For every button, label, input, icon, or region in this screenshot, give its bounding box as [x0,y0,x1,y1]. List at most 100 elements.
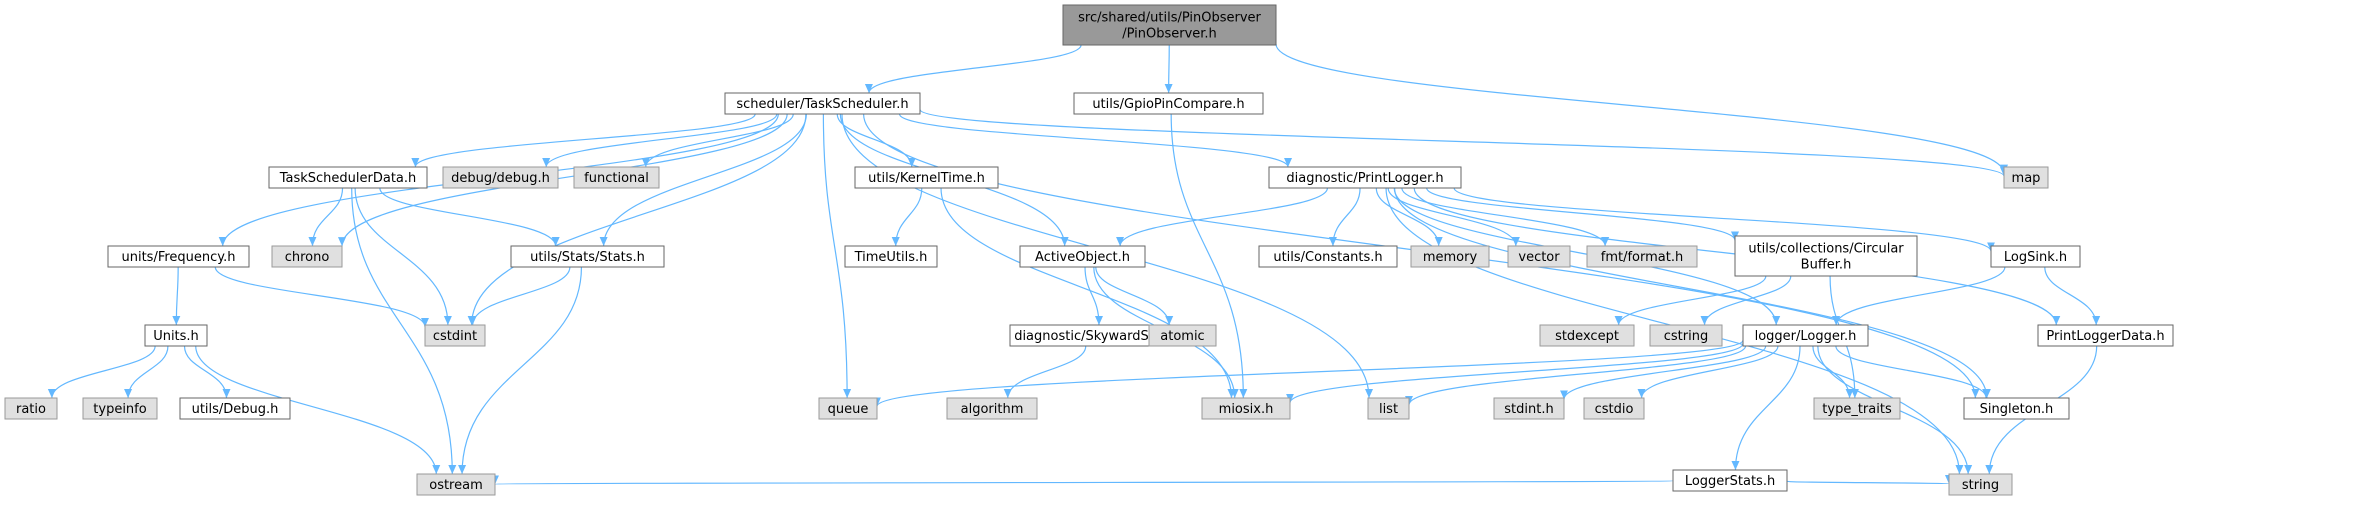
node-algorithm-label: algorithm [961,402,1024,417]
edge-lstats-to-string [1786,474,1952,485]
node-functional-box [573,166,660,189]
node-pl[interactable]: diagnostic/PrintLogger.h [1268,166,1462,189]
node-freq-box [107,245,250,268]
edge-root-to-ts [864,44,1082,94]
edge-ao-to-sks [1084,266,1103,326]
node-stdexcept: stdexcept [1539,324,1635,347]
node-gpc[interactable]: utils/GpioPinCompare.h [1073,92,1264,115]
edge-logger-to-singleton [1835,345,1991,399]
node-tu-box [844,245,938,268]
edge-pl-to-singleton [1394,187,1991,399]
edge-logsink-to-pld [2044,266,2101,326]
node-chrono-label: chrono [285,250,330,265]
edge-ts-to-debug [542,113,778,168]
node-ts[interactable]: scheduler/TaskScheduler.h [724,92,921,115]
node-tu[interactable]: TimeUtils.h [844,245,938,268]
node-typetraits-label: type_traits [1822,402,1892,417]
edge-logger-to-queue [873,339,1744,407]
node-chrono: chrono [271,245,343,268]
edge-tsd-to-chrono [308,187,344,247]
node-const[interactable]: utils/Constants.h [1258,245,1398,268]
node-typeinfo-box [82,397,158,420]
node-stats[interactable]: utils/Stats/Stats.h [510,245,665,268]
node-pld[interactable]: PrintLoggerData.h [2037,324,2174,347]
node-typeinfo-label: typeinfo [93,402,146,417]
node-logsink[interactable]: LogSink.h [1990,245,2081,268]
node-udebug-box [179,397,291,420]
node-vector: vector [1507,245,1571,268]
node-ao[interactable]: ActiveObject.h [1019,245,1146,268]
node-udebug[interactable]: utils/Debug.h [179,397,291,420]
node-cb-box [1734,235,1918,277]
edge-units-to-udebug [183,345,231,399]
node-cstring-box [1649,324,1723,347]
node-stats-label: utils/Stats/Stats.h [530,250,645,265]
edge-sks-to-algorithm [1003,345,1087,399]
node-cstdint-box [424,324,486,347]
node-root-box [1062,4,1277,46]
node-cb-label: Buffer.h [1801,258,1852,273]
edge-ts-to-kt [836,113,916,168]
node-root[interactable]: src/shared/utils/PinObserver/PinObserver… [1062,4,1277,46]
node-singleton[interactable]: Singleton.h [1963,397,2070,420]
node-map: map [2003,166,2049,189]
node-logsink-box [1990,245,2081,268]
node-ostream-label: ostream [429,478,483,493]
node-freq[interactable]: units/Frequency.h [107,245,250,268]
node-atomic-box [1148,324,1217,347]
node-queue-label: queue [828,402,869,417]
edge-tsd-to-stats [379,187,560,247]
edge-root-to-gpc [1164,44,1173,94]
node-singleton-box [1963,397,2070,420]
node-fmt: fmt/format.h [1586,245,1698,268]
node-singleton-label: Singleton.h [1980,402,2054,417]
node-sks-label: diagnostic/SkywardStack.h [1014,329,1189,344]
node-list: list [1367,397,1410,420]
edge-pl-to-logger [1393,187,1781,326]
node-ratio: ratio [4,397,58,420]
node-atomic-label: atomic [1160,329,1204,344]
node-ts-label: scheduler/TaskScheduler.h [736,97,908,112]
node-list-box [1367,397,1410,420]
node-lstats[interactable]: LoggerStats.h [1672,469,1788,492]
node-memory-label: memory [1423,250,1478,265]
node-tsd-box [268,166,428,189]
node-ratio-label: ratio [16,402,46,417]
node-atomic: atomic [1148,324,1217,347]
node-typetraits-box [1813,397,1901,420]
node-cstring: cstring [1649,324,1723,347]
edge-logger-to-lstats [1731,345,1801,471]
edge-gpc-to-miosix [1170,113,1248,399]
node-units[interactable]: Units.h [144,324,208,347]
edge-pl-to-memory [1375,187,1443,247]
node-ao-box [1019,245,1146,268]
node-udebug-label: utils/Debug.h [192,402,279,417]
edge-pl-to-cb [1426,187,1739,241]
node-units-label: Units.h [153,329,199,344]
edge-cb-to-stdexcept [1614,275,1767,326]
node-typetraits: type_traits [1813,397,1901,420]
edge-stats-to-cstdint [468,266,571,326]
edge-ts-to-pl [898,113,1292,168]
edge-units-to-ratio [47,345,156,399]
node-functional-label: functional [584,171,649,186]
node-stats-box [510,245,665,268]
node-memory: memory [1410,245,1490,268]
node-kt[interactable]: utils/KernelTime.h [854,166,999,189]
node-ao-label: ActiveObject.h [1035,250,1130,265]
edge-pl-to-ao [1116,187,1329,247]
node-sks[interactable]: diagnostic/SkywardStack.h [1009,324,1194,347]
node-fmt-box [1586,245,1698,268]
node-tsd-label: TaskSchedulerData.h [279,171,417,186]
edge-kt-to-miosix [940,187,1236,399]
edge-pl-to-fmt [1401,187,1610,247]
node-ts-box [724,92,921,115]
node-logger[interactable]: logger/Logger.h [1742,324,1869,347]
node-tsd[interactable]: TaskSchedulerData.h [268,166,428,189]
edge-units-to-typeinfo [124,345,169,399]
node-fmt-label: fmt/format.h [1601,250,1683,265]
edge-pl-to-logsink [1453,187,1995,252]
node-pl-label: diagnostic/PrintLogger.h [1286,171,1443,186]
